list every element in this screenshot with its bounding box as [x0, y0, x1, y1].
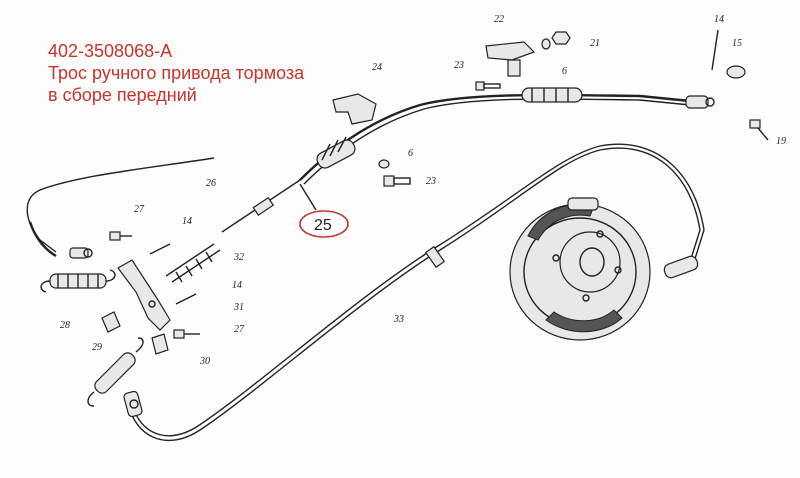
label-14-low: 14	[232, 280, 242, 291]
part-number: 402-3508068-А	[48, 41, 173, 61]
label-28: 28	[60, 320, 70, 331]
label-6-mid: 6	[408, 148, 413, 159]
washer-6-mid	[378, 159, 390, 169]
washer-6-top	[541, 38, 551, 50]
cable-26-end	[69, 247, 93, 259]
rear-cable-33	[129, 147, 701, 441]
title-line-2: в сборе передний	[48, 85, 197, 105]
rear-eyelet	[123, 390, 143, 418]
bolt-23-top	[475, 81, 501, 91]
label-32: 32	[233, 252, 244, 263]
bolt-23-mid	[383, 175, 411, 187]
cable-spring-right	[521, 87, 583, 103]
part-30	[151, 333, 169, 355]
label-31: 31	[233, 302, 244, 313]
cable-end-eyelet	[685, 95, 715, 109]
cable-spring-left	[316, 136, 356, 169]
label-22: 22	[494, 14, 504, 25]
label-30: 30	[199, 356, 210, 367]
nut-21	[551, 31, 571, 45]
label-15: 15	[732, 38, 742, 49]
bolt-19	[749, 119, 769, 141]
label-29: 29	[92, 342, 102, 353]
title-block: 402-3508068-А Трос ручного привода тормо…	[48, 40, 304, 106]
label-24: 24	[372, 62, 382, 73]
rod-ferrule	[252, 196, 275, 217]
bracket-24	[332, 93, 377, 125]
bracket-22	[485, 41, 536, 61]
bolt-27-low	[173, 329, 200, 339]
label-6-top: 6	[562, 66, 567, 77]
label-23-mid: 23	[426, 176, 436, 187]
cable-26-sleeve	[28, 221, 57, 258]
spring-28	[40, 269, 116, 293]
label-33: 33	[393, 314, 404, 325]
callout-25-ring	[299, 210, 349, 238]
bolt-27	[109, 231, 132, 241]
title-line-1: Трос ручного привода тормоза	[48, 63, 305, 83]
lever-31	[117, 259, 171, 331]
brake-shield-assembly	[509, 197, 651, 341]
spring-32	[165, 243, 221, 283]
rear-cable-ferrule	[424, 245, 446, 269]
label-19: 19	[776, 136, 786, 147]
label-23-top: 23	[454, 60, 464, 71]
label-27-low: 27	[234, 324, 245, 335]
rear-cable-spring	[663, 255, 699, 279]
rear-cable-33-inner	[133, 143, 705, 437]
label-14-mid: 14	[182, 216, 192, 227]
pin-14-top	[711, 29, 719, 71]
pin-14-low	[175, 293, 197, 305]
label-27-top: 27	[134, 204, 145, 215]
bracket-22-foot	[507, 59, 521, 77]
label-21: 21	[590, 38, 600, 49]
lever-31-hole	[148, 300, 156, 308]
label-14-top: 14	[714, 14, 724, 25]
callout-25-leader	[299, 183, 317, 211]
pin-14-mid	[149, 243, 171, 255]
washer-15	[726, 65, 746, 79]
spring-28-lower	[87, 337, 144, 407]
cable-26	[26, 157, 215, 253]
part-29	[101, 311, 121, 333]
callout-25-text: 25	[314, 217, 332, 234]
label-26: 26	[206, 178, 216, 189]
